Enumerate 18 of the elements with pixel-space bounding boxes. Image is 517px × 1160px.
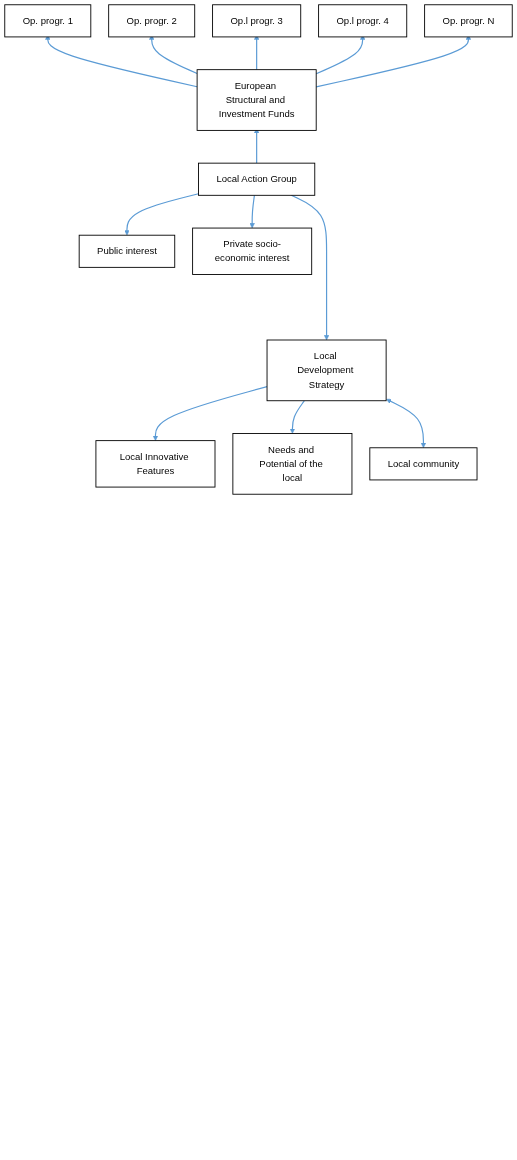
arrow [249, 194, 255, 229]
node-box: Local Action Group [198, 162, 316, 196]
node-box: Local Development Strategy [266, 339, 387, 402]
node-box: Op. progr. 2 [108, 4, 196, 38]
arrow [289, 400, 305, 434]
node-box: Needs and Potential of the local [232, 433, 353, 495]
node-box: Local Innovative Features [95, 440, 216, 488]
arrow [124, 193, 200, 236]
node-box: Op. progr. N [424, 4, 513, 38]
node-box: Local community [369, 447, 478, 481]
node-box: Op. progr. 1 [4, 4, 92, 38]
node-box: European Structural and Investment Funds [196, 69, 317, 131]
node-box: Private socio-economic interest [192, 227, 313, 275]
node-box: Public interest [78, 234, 176, 268]
arrow [152, 386, 268, 441]
node-box: Op.l progr. 4 [318, 4, 408, 38]
arrow [386, 398, 427, 448]
node-box: Op.l progr. 3 [212, 4, 302, 38]
